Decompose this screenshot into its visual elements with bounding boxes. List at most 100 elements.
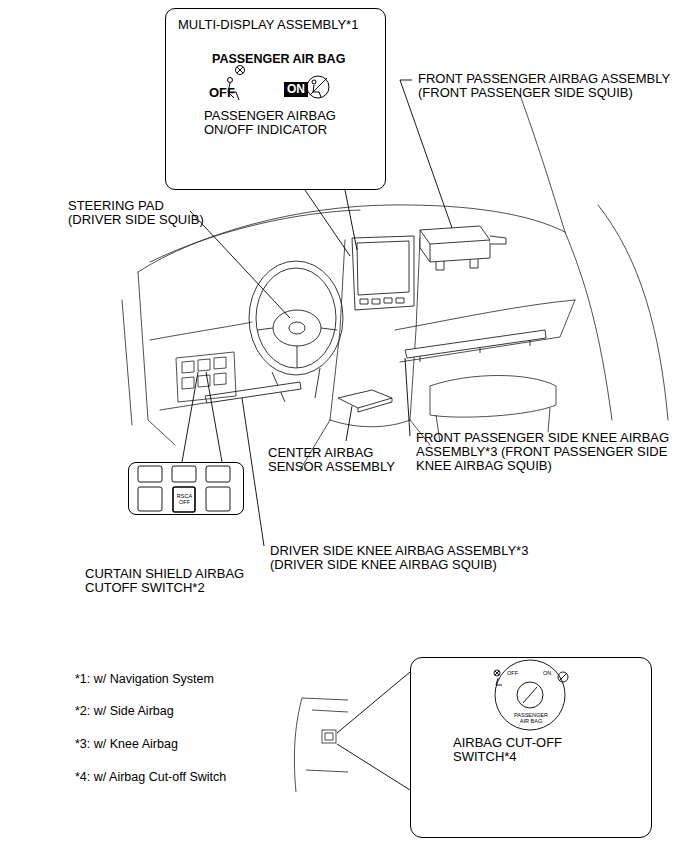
cabin-outline: [122, 95, 668, 470]
dash-corner-part: [325, 733, 333, 740]
cutoff-switch: [494, 660, 568, 730]
center-airbag-sensor: [338, 390, 392, 412]
part-name: AIRBAG CUT-OFF SWITCH*4: [453, 736, 573, 764]
cutoff-switch-part: [559, 673, 567, 681]
leader-lines-part: [242, 398, 264, 546]
callout-box: MULTI-DISPLAY ASSEMBLY*1PASSENGER AIR BA…: [165, 8, 386, 190]
part-name: FRONT PASSENGER SIDE KNEE AIRBAG ASSEMBL…: [416, 431, 680, 473]
footnote: *2: w/ Side Airbag: [75, 705, 174, 719]
cutoff-switch-part: [558, 672, 568, 682]
switch-panel-part: [182, 357, 226, 373]
center-airbag-sensor-part: [358, 398, 392, 412]
dash-corner-part: [306, 770, 348, 772]
curtain-switch-grid-part: [172, 466, 196, 482]
multi-display-part: [357, 241, 409, 295]
indicator-icons-part: [307, 76, 329, 98]
cabin-outline-part: [150, 322, 252, 340]
steering-wheel-part: [273, 310, 321, 346]
leader-lines-part: [337, 672, 410, 733]
footnote: *1: w/ Navigation System: [75, 673, 214, 687]
cutoff-switch-part: [495, 671, 499, 675]
part-name: FRONT PASSENGER AIRBAG ASSEMBLY (FRONT P…: [418, 72, 682, 100]
cabin-outline-part: [520, 95, 565, 232]
switch-legend: PASSENGER AIR BAG: [514, 713, 548, 725]
dash-corner-part: [322, 730, 336, 743]
leader-lines-part: [405, 358, 410, 436]
cutoff-switch-part: [496, 678, 502, 685]
cabin-outline-part: [400, 300, 575, 362]
switch-panel: [176, 352, 236, 402]
indicator-icons-part: [237, 67, 243, 73]
steering-wheel-part: [289, 322, 305, 334]
cabin-outline-part: [122, 300, 132, 425]
leader-lines-part: [182, 372, 198, 462]
multi-display: [352, 236, 414, 310]
passenger-airbag: [420, 226, 506, 270]
leader-lines-part: [206, 372, 222, 462]
switch-legend: ON: [543, 671, 551, 677]
steering-wheel-part: [256, 268, 336, 368]
dash-corner-part: [302, 698, 348, 700]
indicator-icons-part: [228, 78, 233, 83]
curtain-switch-grid: [138, 466, 230, 512]
inset-box: RSCA OFFCURTAIN SHIELD AIRBAG CUTOFF SWI…: [128, 462, 244, 515]
footnote: *3: w/ Knee Airbag: [75, 738, 178, 752]
inset-box: OFFONPASSENGER AIR BAGAIRBAG CUT-OFF SWI…: [410, 657, 652, 838]
knee-airbags-part: [420, 340, 530, 362]
passenger-airbag-part: [490, 236, 506, 244]
indicator-icons: [228, 66, 330, 101]
steering-wheel-part: [249, 261, 343, 375]
curtain-switch-grid-part: [138, 466, 162, 482]
cabin-outline-part: [330, 420, 410, 427]
multi-display-part: [352, 236, 414, 310]
part-name: CENTER AIRBAG SENSOR ASSEMBLY: [268, 446, 408, 474]
leader-lines-part: [337, 744, 410, 790]
center-airbag-sensor-part: [338, 390, 392, 408]
leader-lines-part: [305, 190, 350, 256]
leader-lines-part: [345, 190, 357, 250]
curtain-switch-grid-part: [206, 466, 230, 482]
cabin-outline-part: [330, 240, 345, 420]
curtain-switch-grid-part: [173, 487, 195, 512]
footnote: *4: w/ Airbag Cut-off Switch: [75, 771, 226, 785]
steering-wheel: [249, 261, 343, 402]
knee-airbags-part: [405, 330, 546, 358]
cabin-outline-part: [138, 272, 175, 445]
part-name: STEERING PAD (DRIVER SIDE SQUIB): [68, 199, 210, 227]
switch-panel-part: [176, 352, 236, 402]
cabin-outline-part: [395, 300, 575, 330]
cabin-outline-part: [565, 232, 612, 420]
leader-lines: [182, 80, 452, 790]
passenger-airbag-part: [420, 230, 490, 262]
indicator-icons-part: [310, 78, 327, 95]
leader-lines-part: [346, 406, 352, 441]
indicator-state: ON: [284, 82, 308, 97]
seat-part: [430, 376, 556, 418]
dash-corner-part: [294, 698, 302, 792]
dash-corner: [294, 698, 348, 792]
switch-panel-part: [182, 373, 226, 389]
knee-airbags-part: [205, 382, 301, 403]
cutoff-switch-part: [494, 670, 500, 676]
curtain-switch-grid-part: [206, 487, 230, 511]
passenger-airbag-part: [436, 259, 478, 270]
switch-legend: RSCA OFF: [174, 494, 195, 506]
multi-display-part: [360, 298, 404, 304]
cutoff-switch-part: [523, 687, 537, 703]
cutoff-switch-part: [517, 682, 543, 708]
leader-lines-part: [400, 80, 452, 228]
dash-corner-part: [312, 710, 348, 712]
cabin-outline-part: [598, 205, 668, 420]
indicator-heading: PASSENGER AIR BAG: [212, 53, 345, 67]
indicator-state: OFF: [209, 86, 235, 100]
part-name: PASSENGER AIRBAG ON/OFF INDICATOR: [204, 109, 346, 137]
leader-lines-part: [190, 211, 290, 318]
steering-wheel-part: [257, 328, 337, 368]
indicator-icons-part: [312, 80, 316, 84]
part-name: MULTI-DISPLAY ASSEMBLY*1: [178, 18, 383, 32]
part-name: CURTAIN SHIELD AIRBAG CUTOFF SWITCH*2: [85, 567, 255, 595]
indicator-icons-part: [236, 66, 245, 75]
curtain-switch-grid-part: [138, 487, 162, 511]
part-name: DRIVER SIDE KNEE AIRBAG ASSEMBLY*3 (DRIV…: [270, 544, 548, 572]
